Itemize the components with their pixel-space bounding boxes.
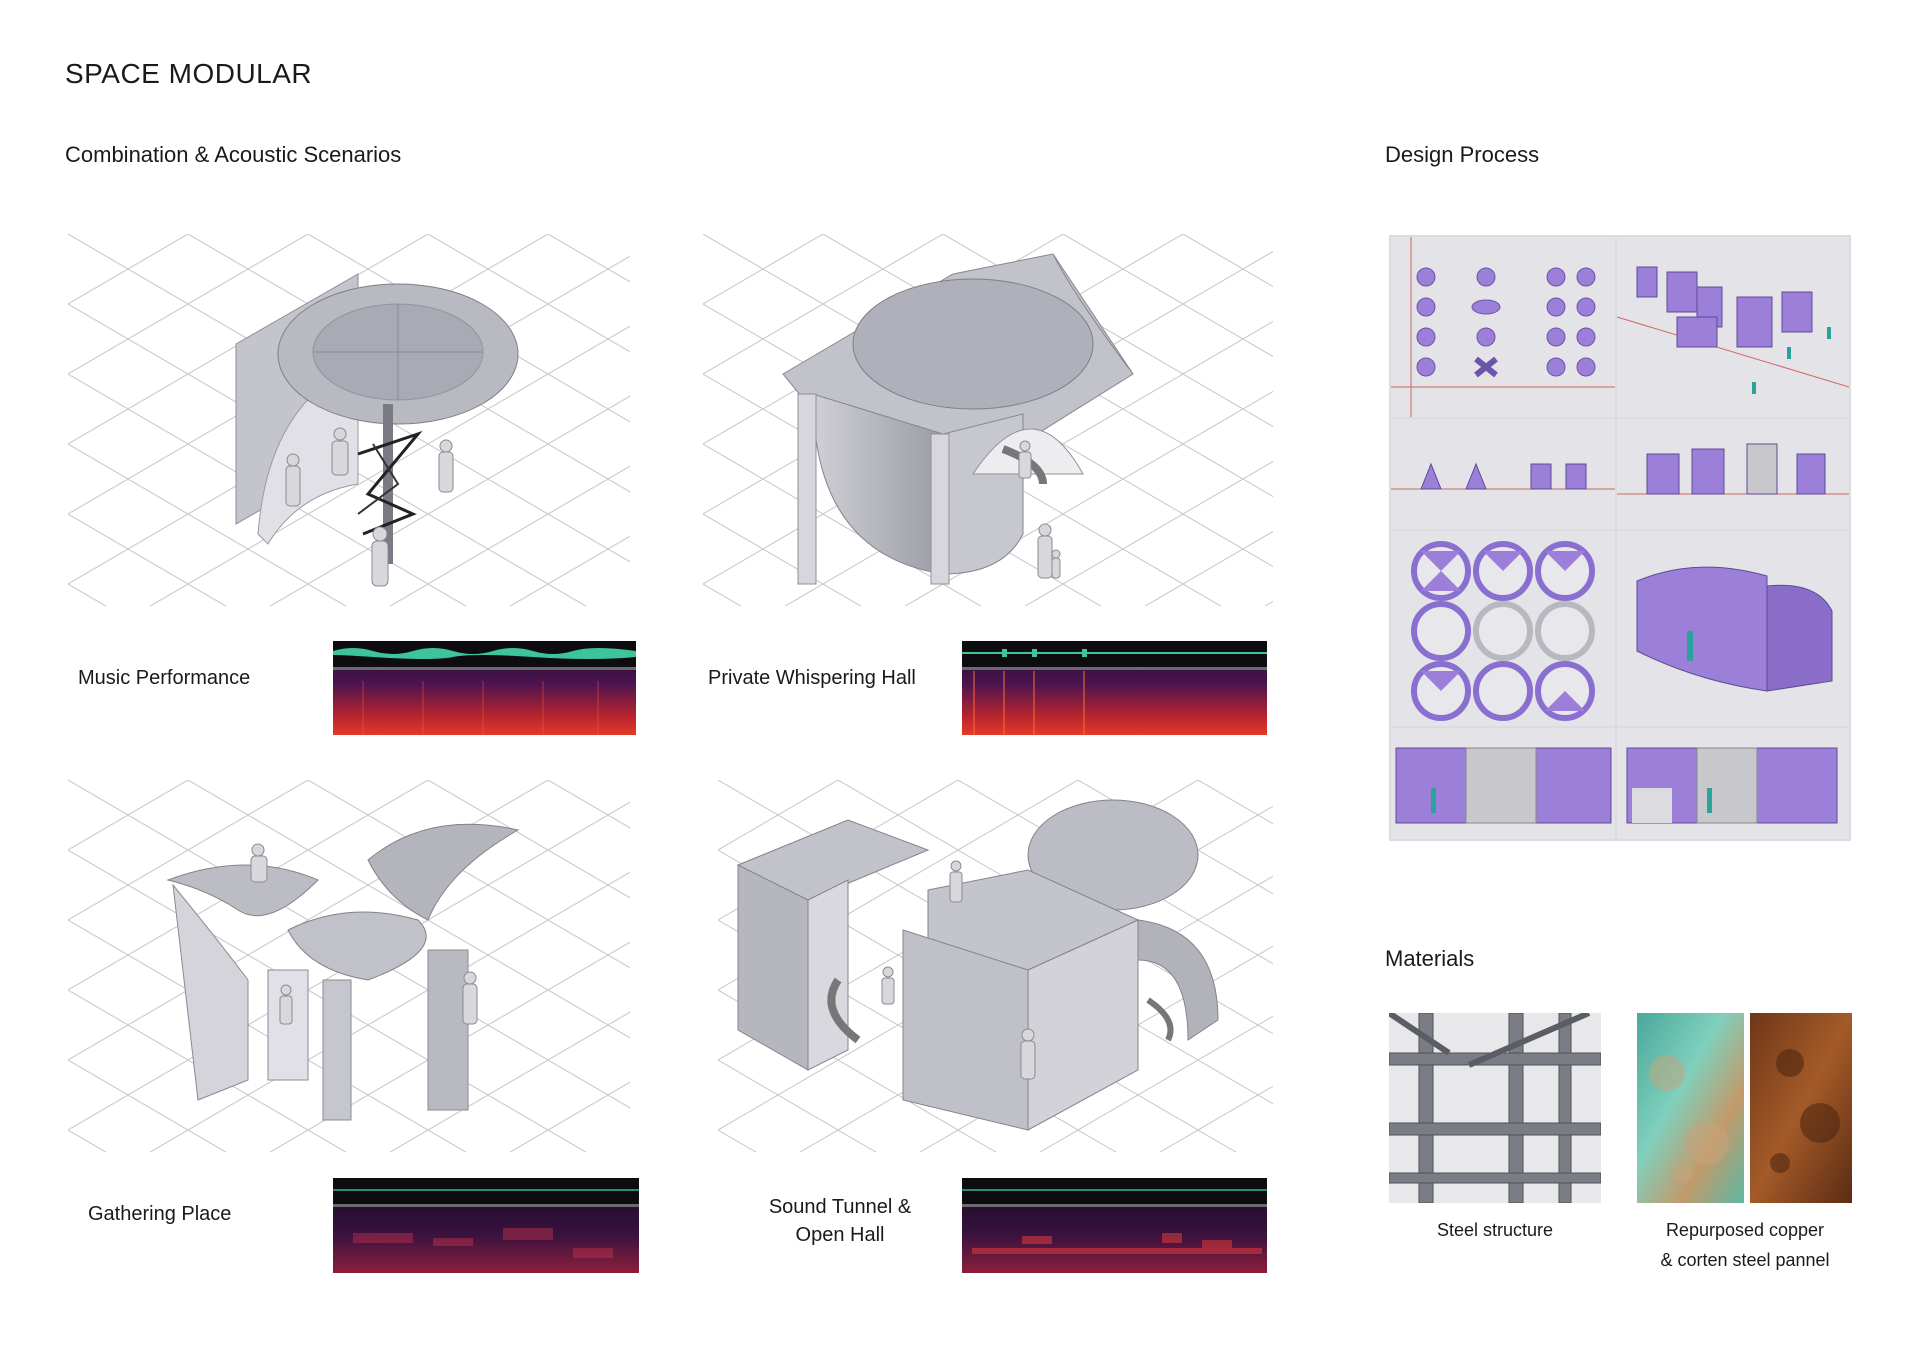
scenario-label: Sound Tunnel & Open Hall xyxy=(740,1193,940,1249)
process-view-perspective-render xyxy=(1617,531,1849,726)
process-view-side-elevation xyxy=(1617,419,1849,529)
process-view-section-b xyxy=(1617,728,1849,839)
page-title: SPACE MODULAR xyxy=(65,58,313,89)
scenario-label: Private Whispering Hall xyxy=(708,667,916,689)
scenarios-section-title: Combination & Acoustic Scenarios xyxy=(65,142,402,167)
steel-structure-image xyxy=(1389,1013,1601,1203)
gathering-place-diagram xyxy=(68,780,630,1152)
music-performance-diagram xyxy=(68,234,630,606)
scenario-label: Music Performance xyxy=(78,667,251,689)
process-view-roof-plans xyxy=(1391,531,1615,726)
sound-tunnel-diagram xyxy=(718,780,1273,1152)
gathering-place-spectrogram xyxy=(333,1178,639,1273)
sound-tunnel-spectrogram xyxy=(962,1178,1267,1273)
materials-section-title: Materials xyxy=(1385,946,1475,971)
private-whispering-hall-spectrogram xyxy=(962,641,1267,735)
music-performance-spectrogram xyxy=(333,641,636,735)
copper-caption: Repurposed copper & corten steel pannel xyxy=(1615,1215,1875,1275)
process-view-section-a xyxy=(1391,728,1615,839)
design-process-section-title: Design Process xyxy=(1385,142,1540,167)
process-view-perspective-cluster xyxy=(1617,237,1849,417)
copper-panel-image xyxy=(1637,1013,1744,1203)
private-whispering-hall-diagram xyxy=(703,234,1273,606)
scenario-label-line2: Open Hall xyxy=(795,1224,885,1246)
steel-caption: Steel structure xyxy=(1436,1220,1554,1240)
process-view-front-elevation xyxy=(1391,419,1615,529)
scenario-label-line1: Sound Tunnel & xyxy=(768,1196,912,1218)
copper-caption-line2: & corten steel pannel xyxy=(1660,1250,1830,1270)
corten-panel-image xyxy=(1750,1013,1852,1203)
scenario-label: Gathering Place xyxy=(88,1203,232,1225)
process-view-top-variants xyxy=(1391,237,1615,417)
copper-caption-line1: Repurposed copper xyxy=(1665,1220,1825,1240)
design-process-panel xyxy=(1389,235,1851,841)
